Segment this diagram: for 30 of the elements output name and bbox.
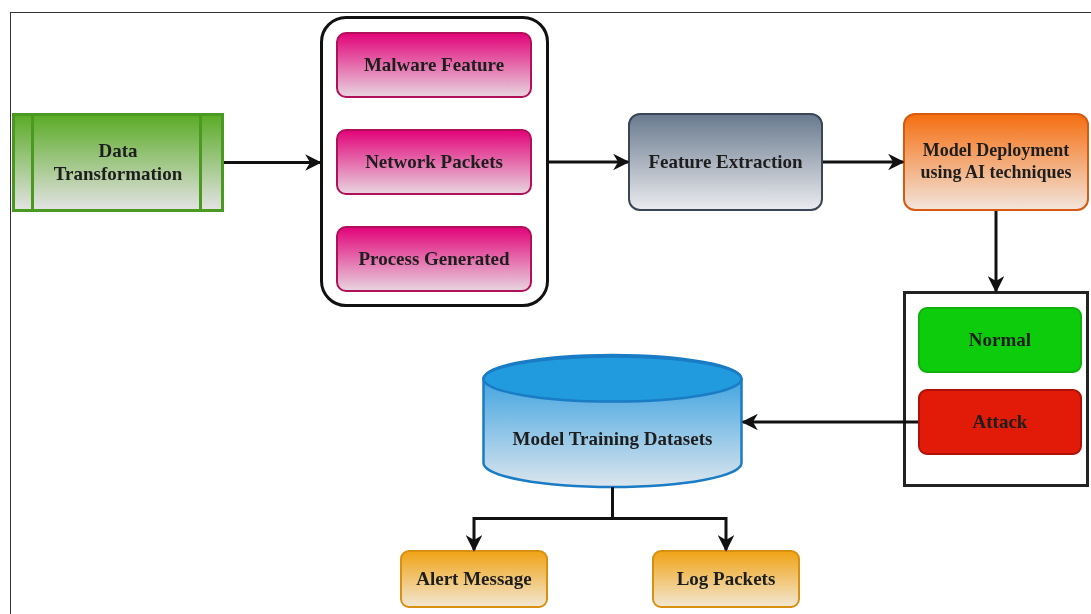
node-label: Malware Feature xyxy=(362,53,506,77)
arrow xyxy=(741,413,918,431)
node-label: Attack xyxy=(971,410,1029,434)
feature-box xyxy=(336,32,532,98)
arrow xyxy=(611,487,735,552)
process-box xyxy=(12,113,224,212)
node-label: Alert Message xyxy=(415,567,533,591)
arrow xyxy=(987,211,1005,293)
node-label: Normal xyxy=(967,328,1033,352)
output-box xyxy=(652,550,800,608)
feature-box xyxy=(336,226,532,292)
output-box xyxy=(400,550,548,608)
group-frame xyxy=(903,291,1089,487)
node-label: Network Packets xyxy=(364,150,504,174)
arrow xyxy=(549,153,630,171)
node-label: Process Generated xyxy=(357,247,511,271)
node-label: Model Deployment using AI techniques xyxy=(919,140,1073,184)
arrow xyxy=(823,153,905,171)
feature-box xyxy=(336,129,532,195)
group-frame xyxy=(320,16,549,307)
node-label: Log Packets xyxy=(675,567,777,591)
node-label: Data Transformation xyxy=(52,139,184,186)
database-cylinder xyxy=(482,355,743,487)
arrow xyxy=(224,154,322,171)
result-box xyxy=(918,389,1082,455)
node-label: Feature Extraction xyxy=(647,150,804,174)
process-box xyxy=(628,113,823,211)
node-label: Model Training Datasets xyxy=(511,427,714,451)
result-box xyxy=(918,307,1082,373)
process-box xyxy=(903,113,1089,211)
